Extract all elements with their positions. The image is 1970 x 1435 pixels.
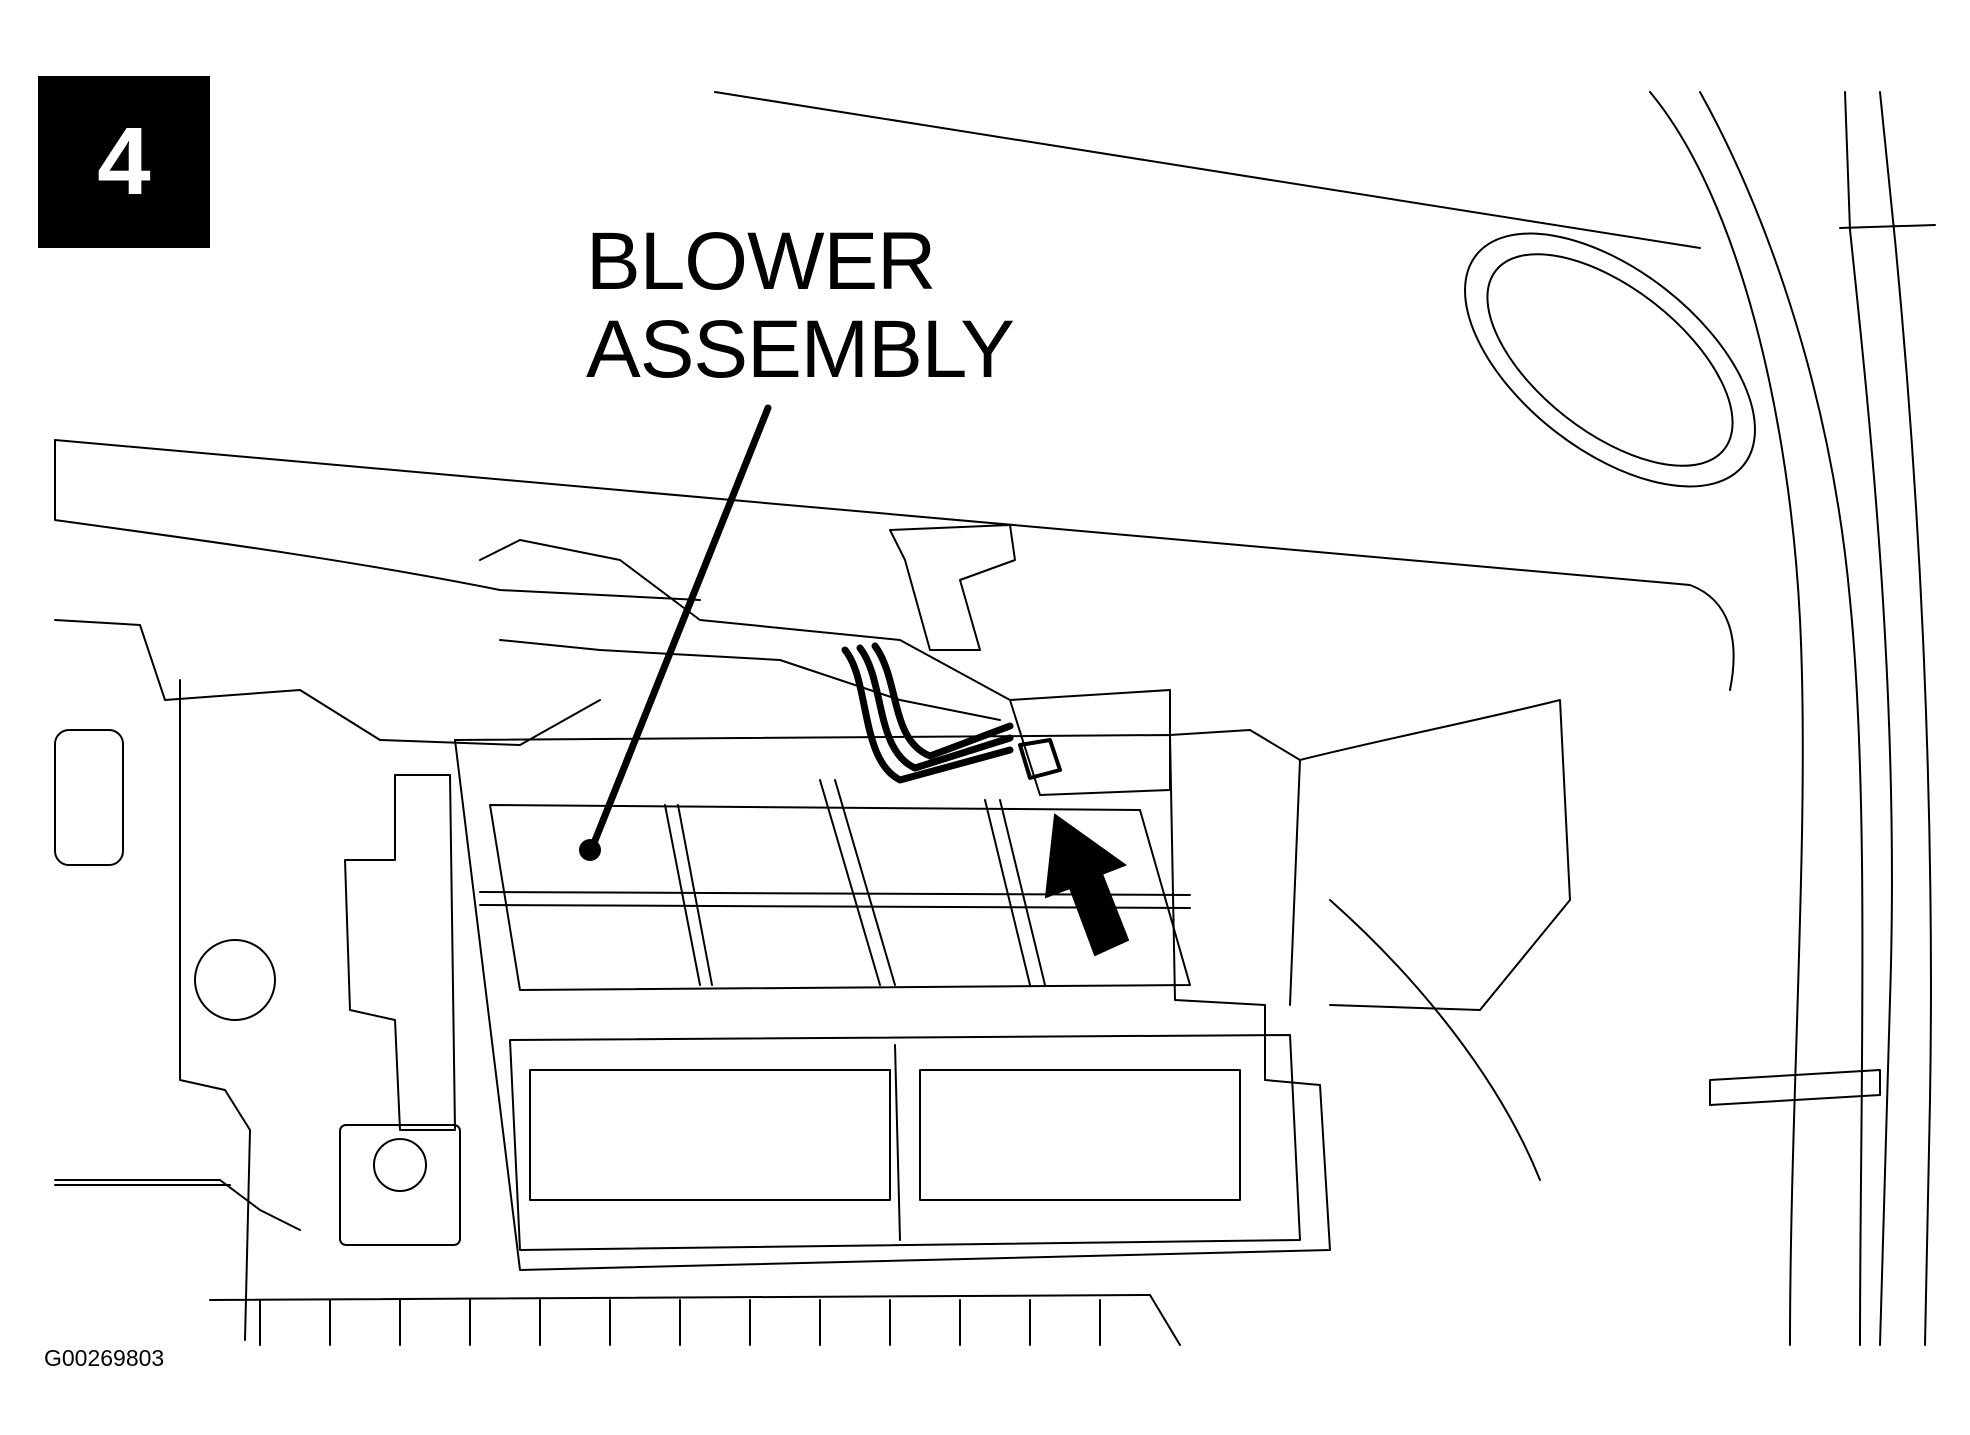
callout-leader-dot: [579, 839, 601, 861]
wire-harness-2: [860, 648, 1010, 768]
mount-tab: [340, 1125, 460, 1245]
dash-vent-inner: [1451, 214, 1768, 506]
right-support-rod: [1330, 900, 1540, 1180]
grid-bar-v1: [665, 805, 700, 985]
grid-bar-v1b: [678, 805, 712, 985]
blower-assembly-callout: BLOWER ASSEMBLY: [586, 216, 1015, 395]
step-number-badge: 4: [38, 76, 210, 248]
figure-id: G00269803: [44, 1345, 165, 1371]
trim-contour-1: [55, 620, 600, 745]
trim-contour-3: [500, 640, 1000, 720]
left-bracket: [180, 680, 250, 1340]
grid-bar-v3b: [1000, 800, 1045, 985]
blower-lower-frame: [510, 1035, 1300, 1250]
callout-line-2: ASSEMBLY: [586, 304, 1015, 395]
trim-contour-2: [480, 540, 1010, 700]
blower-lower-panel-left: [530, 1070, 890, 1200]
grid-bar-v2: [820, 780, 880, 985]
door-edge: [1845, 92, 1892, 1345]
left-bolt: [195, 940, 275, 1020]
left-knee-panel: [55, 1180, 300, 1230]
grid-bar-v2b: [835, 780, 895, 985]
right-bracket: [1710, 1070, 1880, 1105]
callout-line-1: BLOWER: [586, 216, 936, 307]
direction-arrow: [1046, 815, 1128, 955]
blower-divider: [895, 1045, 900, 1240]
right-duct-2: [1300, 700, 1570, 1010]
dash-vent: [1421, 184, 1800, 535]
dash-top-edge: [715, 92, 1700, 248]
door-edge-2: [1880, 92, 1931, 1345]
a-pillar-inner: [1700, 92, 1863, 1345]
door-top: [1840, 225, 1935, 228]
wire-harness-3: [875, 646, 1010, 756]
a-pillar: [1650, 92, 1803, 1345]
callout-leader-line: [592, 408, 768, 848]
lower-dash-face: [55, 440, 700, 600]
electrical-connector: [1020, 740, 1060, 778]
grid-bar-h2: [480, 905, 1190, 908]
right-duct: [1170, 730, 1300, 1005]
connector-housing: [1010, 690, 1170, 795]
lower-dash-edge: [55, 440, 1734, 690]
blower-lower-panel-right: [920, 1070, 1240, 1200]
upper-bracket: [890, 525, 1015, 650]
blower-housing-top: [490, 805, 1190, 990]
bottom-rail: [210, 1295, 1180, 1345]
wire-harness-1: [845, 650, 1010, 780]
grid-bar-v3: [985, 800, 1030, 985]
left-clip-stack: [345, 775, 455, 1130]
mount-screw: [374, 1139, 426, 1191]
blower-housing-outer: [455, 735, 1330, 1270]
left-vent-slot: [55, 730, 123, 865]
